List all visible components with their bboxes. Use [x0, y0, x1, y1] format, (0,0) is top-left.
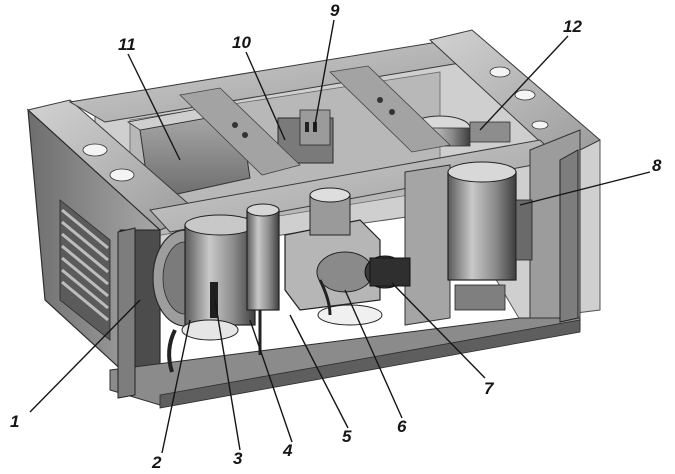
callout-12: 12 [563, 17, 582, 36]
leader-1 [29, 299, 141, 413]
callout-4: 4 [283, 441, 293, 460]
callout-8: 8 [652, 156, 662, 175]
leader-6 [344, 289, 403, 419]
callout-6: 6 [397, 417, 407, 436]
leader-2 [161, 319, 191, 454]
leader-11 [127, 53, 181, 161]
leader-9 [313, 19, 335, 131]
leader-8 [519, 171, 651, 206]
leader-4 [249, 319, 293, 443]
leader-3 [214, 299, 241, 451]
leader-5 [289, 314, 349, 429]
callout-7: 7 [484, 379, 494, 398]
leader-lines [29, 19, 651, 454]
callout-5: 5 [342, 427, 352, 446]
leader-10 [245, 51, 286, 141]
engine-group [152, 187, 411, 373]
leader-7 [391, 282, 486, 379]
callout-10: 10 [232, 33, 251, 52]
callout-1: 1 [10, 412, 20, 431]
callout-11: 11 [118, 35, 136, 54]
callout-2: 2 [152, 453, 162, 472]
base-frame [109, 317, 581, 409]
callout-3: 3 [233, 449, 243, 468]
callout-9: 9 [330, 1, 340, 20]
leader-12 [479, 35, 569, 131]
